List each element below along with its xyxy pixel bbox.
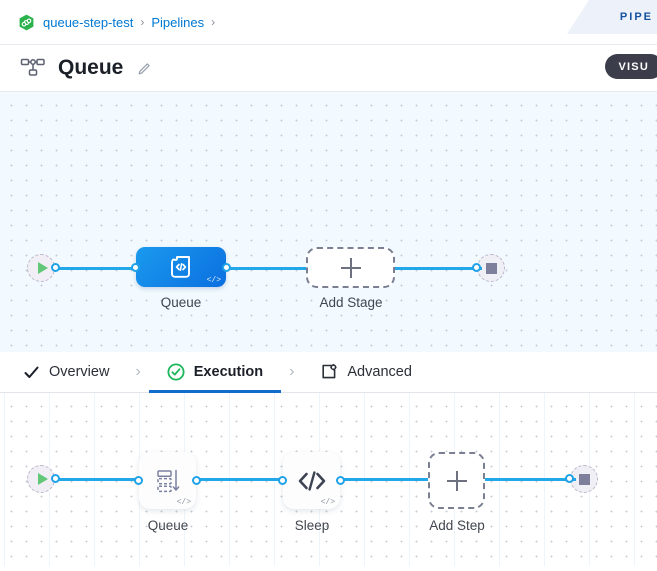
pencil-icon[interactable] [137, 61, 152, 76]
plus-icon [446, 470, 467, 491]
step-graph-canvas[interactable]: </> Queue </> Sleep [0, 393, 657, 566]
stage-tab-bar: Overview › Execution › Advanced [0, 352, 657, 393]
step-node-sleep-label: Sleep [294, 518, 330, 533]
page-header: Queue VISU [0, 45, 657, 92]
edge-queue-to-addstage [222, 267, 312, 270]
visual-mode-label: VISU [618, 60, 649, 73]
breadcrumb-separator-trailing: › [211, 15, 216, 29]
breadcrumb-item-project[interactable]: queue-step-test [43, 14, 134, 30]
check-circle-green-icon [167, 363, 185, 381]
stage-node-queue-badge: </> [206, 276, 221, 285]
tab-execution-label: Execution [193, 364, 264, 380]
edge-sleep-to-addstep [340, 478, 432, 481]
stage-node-queue-label: Queue [160, 295, 202, 310]
stage-queue-input-port[interactable] [131, 263, 140, 272]
step-node-queue-box[interactable]: </> [139, 452, 196, 509]
step-start-node[interactable] [27, 465, 60, 493]
step-start-output-port[interactable] [51, 474, 60, 483]
stage-graph-canvas[interactable]: </> Queue Add Stage [0, 92, 657, 352]
edge-addstage-to-end [390, 267, 482, 270]
step-queue-output-port[interactable] [192, 476, 201, 485]
tab-overview[interactable]: Overview [22, 352, 109, 393]
end-input-port[interactable] [472, 263, 481, 272]
play-icon [37, 262, 48, 274]
pipeline-corner-ribbon: PIPE [567, 0, 657, 34]
edge-addstep-to-end [483, 478, 576, 481]
add-stage-box[interactable] [306, 247, 395, 288]
play-icon [37, 473, 48, 485]
pipeline-start-node[interactable] [27, 254, 60, 282]
stop-square-icon [485, 262, 497, 274]
stage-node-queue-box[interactable]: </> [136, 247, 226, 287]
pipeline-graph-icon [20, 58, 46, 78]
step-node-queue-label: Queue [147, 518, 189, 533]
step-end-input-port[interactable] [565, 474, 574, 483]
step-node-queue[interactable]: </> Queue [134, 452, 201, 533]
step-node-sleep-badge: </> [320, 498, 335, 507]
start-node-circle [27, 254, 55, 282]
add-step-label: Add Step [429, 518, 485, 533]
tab-advanced[interactable]: Advanced [320, 352, 412, 393]
tab-separator: › [135, 363, 141, 380]
tab-overview-label: Overview [49, 364, 110, 380]
box-gear-icon [320, 363, 338, 381]
queue-stack-icon [156, 469, 179, 492]
step-queue-input-port[interactable] [134, 476, 143, 485]
pipeline-end-node[interactable] [472, 254, 505, 282]
step-node-queue-badge: </> [176, 498, 191, 507]
hexagon-link-icon [18, 14, 35, 31]
start-output-port[interactable] [51, 263, 60, 272]
breadcrumb-separator: › [140, 15, 145, 29]
check-icon [22, 363, 40, 381]
code-angle-icon [298, 470, 325, 491]
end-node-circle [477, 254, 505, 282]
page-title: Queue [58, 56, 124, 79]
code-block-icon [171, 256, 190, 278]
step-sleep-output-port[interactable] [336, 476, 345, 485]
breadcrumb: queue-step-test › Pipelines › PIPE [0, 0, 657, 45]
step-node-sleep[interactable]: </> Sleep [278, 452, 345, 533]
stage-node-queue[interactable]: </> Queue [131, 247, 231, 310]
tab-execution[interactable]: Execution [148, 352, 282, 393]
plus-icon [340, 257, 361, 278]
add-step-node[interactable]: Add Step [428, 452, 485, 533]
stage-queue-output-port[interactable] [222, 263, 231, 272]
stop-square-icon [578, 473, 590, 485]
add-stage-label: Add Stage [319, 295, 383, 310]
edge-start-to-queue [55, 267, 145, 270]
add-step-box[interactable] [428, 452, 485, 509]
tab-separator-2: › [289, 363, 295, 380]
add-stage-node[interactable]: Add Stage [306, 247, 395, 310]
step-sleep-input-port[interactable] [278, 476, 287, 485]
pipeline-ribbon-label: PIPE [619, 11, 653, 23]
step-node-sleep-box[interactable]: </> [283, 452, 340, 509]
tab-advanced-label: Advanced [347, 364, 412, 380]
breadcrumb-item-pipelines[interactable]: Pipelines [151, 14, 205, 30]
edge-queue-to-sleep [195, 478, 285, 481]
edge-start-to-queue-step [55, 478, 140, 481]
visual-mode-toggle[interactable]: VISU [604, 54, 657, 79]
